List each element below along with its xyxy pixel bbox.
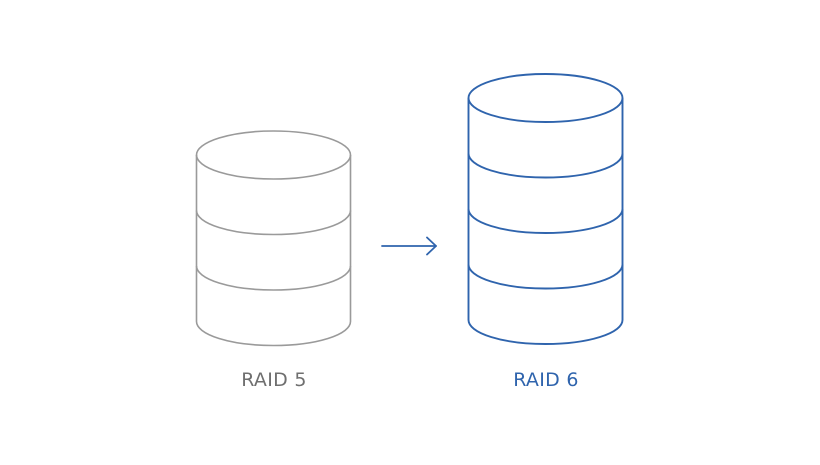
raid5-disk-top bbox=[195, 130, 352, 180]
raid5-label: RAID 5 bbox=[241, 369, 307, 391]
raid6-disk-3 bbox=[467, 209, 624, 290]
raid6-label: RAID 6 bbox=[513, 369, 579, 391]
raid6-disk-1 bbox=[467, 98, 624, 179]
raid6-disk-2 bbox=[467, 153, 624, 234]
raid5-disk-2 bbox=[195, 210, 352, 291]
raid6-disk-4 bbox=[467, 264, 624, 345]
raid5-disk-3 bbox=[195, 266, 352, 347]
raid6-disk-stack bbox=[467, 73, 624, 345]
raid6-disk-top bbox=[467, 73, 624, 123]
raid5-disk-stack bbox=[195, 130, 352, 347]
arrow-head bbox=[426, 236, 437, 256]
raid5-disk-1 bbox=[195, 155, 352, 236]
conversion-arrow bbox=[381, 236, 437, 256]
